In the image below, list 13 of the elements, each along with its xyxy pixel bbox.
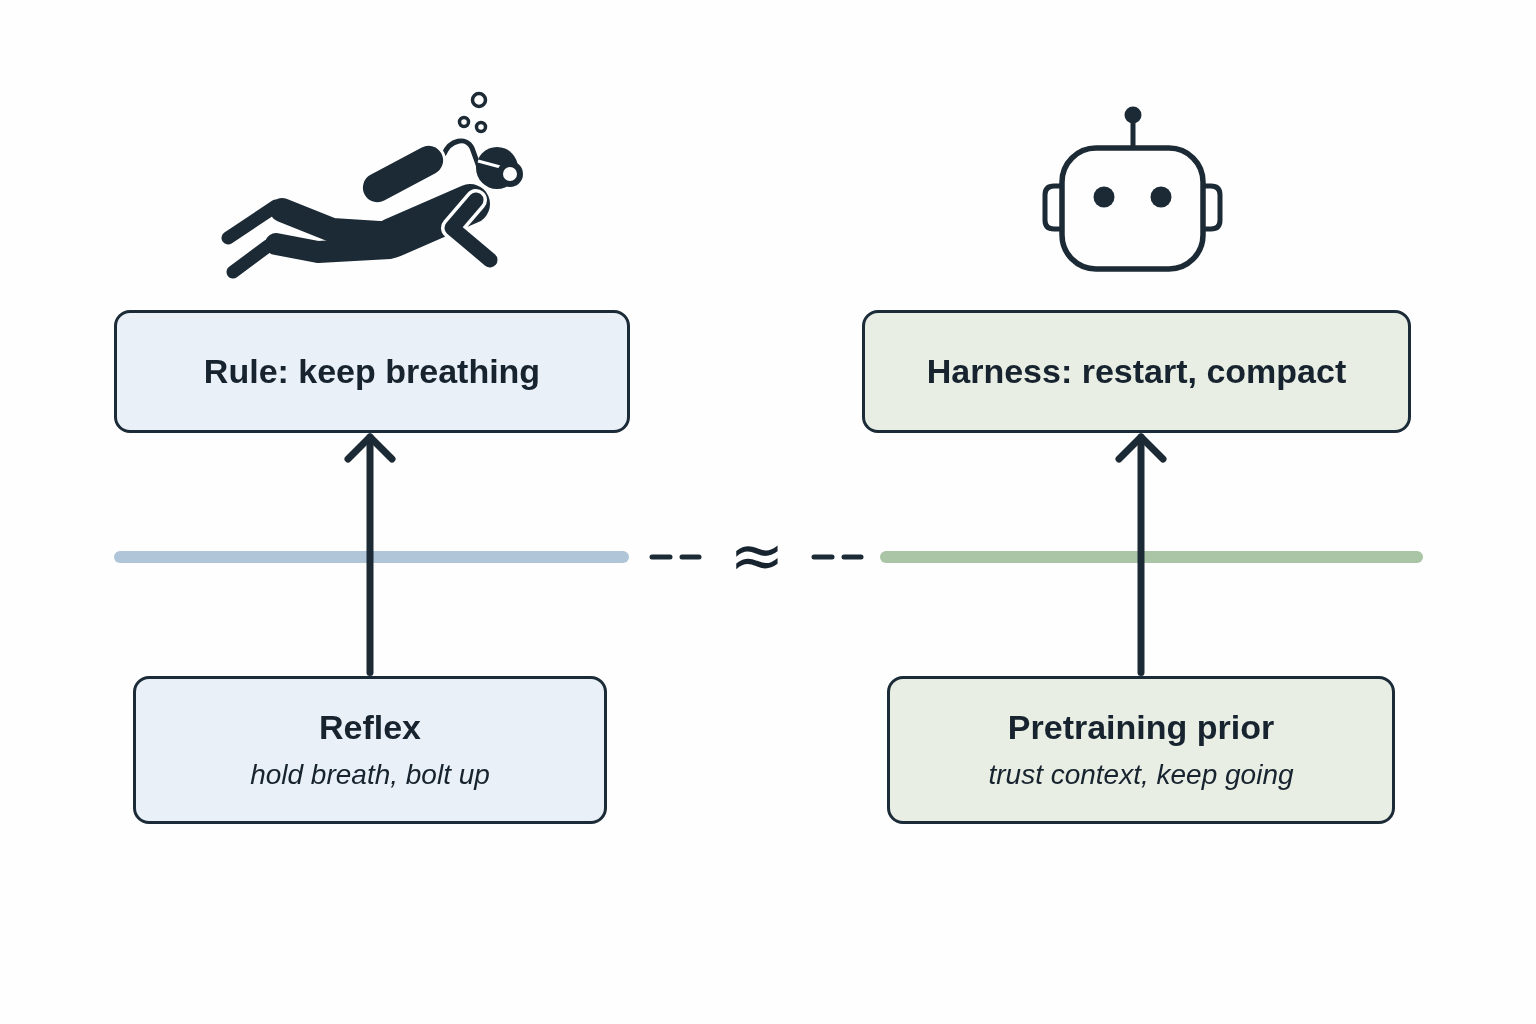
box-subtitle: hold breath, bolt up: [250, 759, 490, 792]
box-title: Reflex: [318, 708, 422, 748]
process-box: [862, 310, 1411, 433]
process-box: [133, 676, 607, 824]
process-box: [114, 310, 630, 433]
box-title: Harness: restart, compact: [926, 351, 1347, 392]
box-title: Rule: keep breathing: [203, 351, 541, 392]
box-title: Pretraining prior: [1007, 708, 1275, 748]
process-box: [887, 676, 1395, 824]
box-subtitle: trust context, keep going: [988, 759, 1294, 792]
arrow: [344, 433, 396, 676]
approx-symbol: ≈: [729, 523, 785, 589]
arrow: [1115, 433, 1167, 676]
